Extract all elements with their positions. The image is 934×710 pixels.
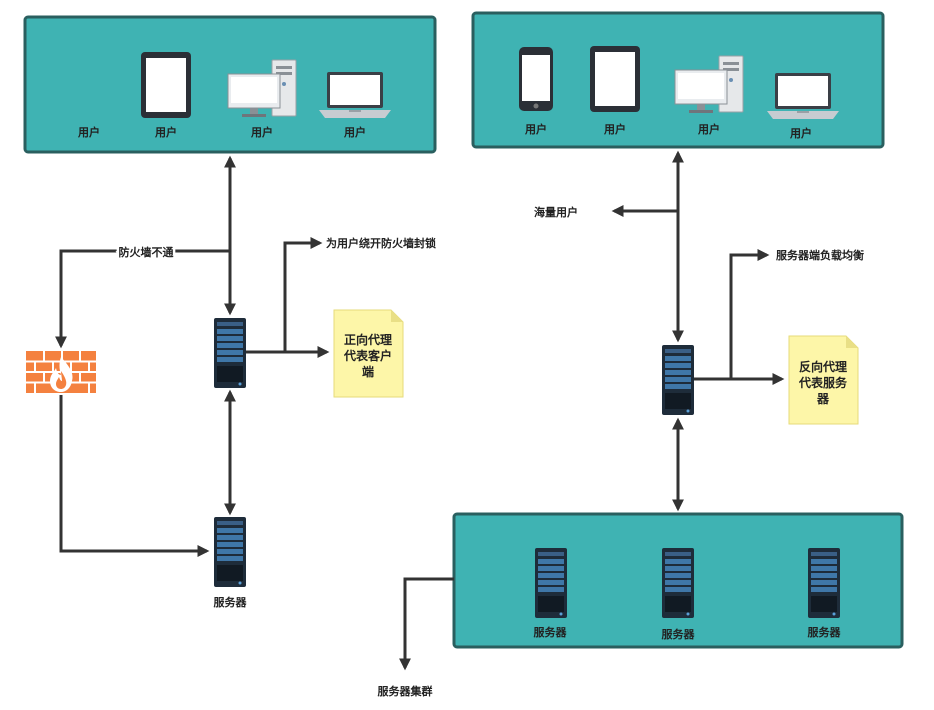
cluster-server-icon-3 <box>808 548 840 618</box>
tablet-icon <box>141 52 191 118</box>
phone-icon <box>519 47 553 111</box>
laptop-icon <box>767 73 839 119</box>
cluster-server-label-1: 服务器 <box>534 625 568 639</box>
forward-user-label-4: 用户 <box>344 125 366 139</box>
svg-text:器: 器 <box>816 392 830 406</box>
bypass-label: 为用户绕开防火墙封锁 <box>326 236 436 250</box>
reverse-user-label-4: 用户 <box>790 126 812 140</box>
load-balance-arrow <box>729 249 770 379</box>
cluster-label: 服务器集群 <box>378 684 433 698</box>
cluster-server-icon-2 <box>662 548 694 618</box>
svg-text:端: 端 <box>362 364 374 379</box>
forward-proxy-server-icon <box>214 318 246 388</box>
reverse-user-label-1: 用户 <box>525 122 547 136</box>
firewall-icon <box>25 350 97 394</box>
reverse-user-label-3: 用户 <box>698 122 720 136</box>
mass-users-label: 海量用户 <box>534 205 578 219</box>
forward-server-label: 服务器 <box>214 595 248 609</box>
svg-text:反向代理: 反向代理 <box>799 359 847 374</box>
cluster-server-label-3: 服务器 <box>808 625 842 639</box>
tablet-icon <box>590 46 640 112</box>
svg-text:代表服务: 代表服务 <box>798 375 848 390</box>
forward-user-label-1: 用户 <box>78 125 100 139</box>
forward-user-label-3: 用户 <box>251 125 273 139</box>
cluster-server-label-2: 服务器 <box>662 627 696 641</box>
reverse-user-label-2: 用户 <box>604 122 626 136</box>
firewall-blocked-path <box>55 249 230 349</box>
load-balance-label: 服务器端负载均衡 <box>776 248 864 262</box>
bypass-arrow <box>283 237 323 352</box>
forward-proxy-note: 正向代理 代表客户 端 <box>333 309 404 398</box>
svg-text:代表客户: 代表客户 <box>343 348 392 363</box>
reverse-proxy-server-icon <box>662 345 694 415</box>
cluster-server-icon-1 <box>535 548 567 618</box>
forward-target-server-icon <box>214 517 246 587</box>
reverse-proxy-note: 反向代理 代表服务 器 <box>788 335 859 425</box>
firewall-blocked-label: 防火墙不通 <box>119 245 174 259</box>
cluster-label-arrow <box>399 577 454 671</box>
firewall-to-server-path <box>59 395 210 557</box>
svg-text:正向代理: 正向代理 <box>344 332 392 347</box>
laptop-icon <box>319 72 391 118</box>
forward-user-label-2: 用户 <box>155 125 177 139</box>
